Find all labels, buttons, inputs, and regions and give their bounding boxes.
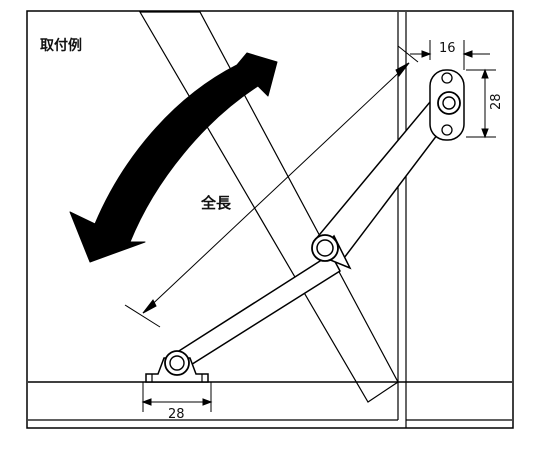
top-bracket-screw-top	[441, 72, 453, 84]
overall-length-arrow-left	[142, 299, 157, 314]
top-bracket-dimensions	[410, 40, 496, 139]
base-width-label: 28	[168, 407, 185, 422]
overall-length-ext-right	[397, 45, 419, 63]
top-width-label: 16	[439, 41, 456, 56]
diagram-title: 取付例	[40, 37, 82, 54]
overall-length-dimension	[124, 45, 419, 328]
overall-length-ext-left	[124, 304, 161, 328]
stay-arms	[170, 88, 457, 375]
top-height-label: 28	[489, 93, 504, 110]
swing-arrow	[69, 52, 278, 263]
cabinet	[28, 12, 512, 428]
diagram-frame	[26, 10, 514, 429]
lower-arm	[170, 252, 341, 375]
door-lid-outline	[138, 11, 399, 403]
bottom-bracket	[145, 350, 209, 383]
bottom-bracket-dimension	[141, 382, 213, 412]
top-bracket-screw-bottom	[441, 124, 453, 136]
top-bracket	[429, 69, 465, 141]
overall-length-label: 全長	[200, 194, 232, 212]
overall-length-arrow-right	[395, 62, 410, 77]
middle-pivot	[311, 234, 339, 262]
